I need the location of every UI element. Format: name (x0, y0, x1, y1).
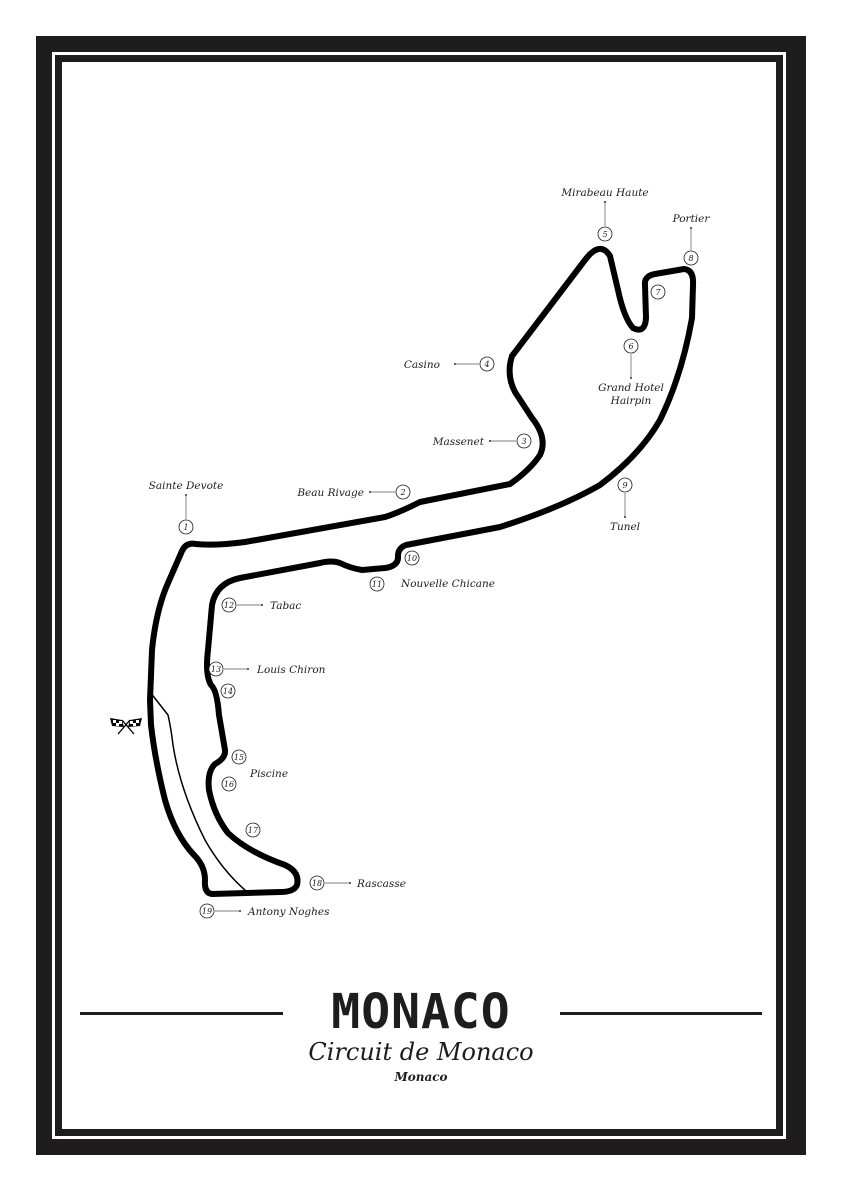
corner-circle (395, 484, 411, 500)
corner-11: 11 Nouvelle Chicane (369, 576, 495, 592)
corner-name: Massenet (432, 436, 485, 448)
corner-circle (404, 550, 420, 566)
corner-17: 17 (245, 822, 261, 838)
poster-title: MONACO (331, 984, 511, 1040)
corner-name: Portier (672, 213, 711, 225)
corner-number: 9 (622, 481, 627, 490)
corner-number: 12 (224, 601, 234, 610)
corner-name: Beau Rivage (296, 487, 364, 499)
corner-number: 10 (407, 554, 417, 563)
corner-19: 19 Antony Noghes (199, 903, 330, 919)
corner-circle (220, 683, 236, 699)
corner-circle (617, 477, 633, 493)
corner-number: 2 (399, 488, 405, 497)
corner-number: 3 (521, 437, 526, 446)
pit-lane (149, 691, 247, 892)
corner-circle (369, 576, 385, 592)
corner-number: 11 (372, 580, 382, 589)
corner-circle (683, 250, 699, 266)
corner-number: 6 (628, 342, 633, 351)
corner-circle (597, 226, 613, 242)
corner-number: 15 (234, 753, 244, 762)
corner-5: 5 Mirabeau Haute (560, 187, 649, 242)
corner-name: Rascasse (356, 878, 406, 890)
corner-1: 1 Sainte Devote (149, 480, 224, 535)
country-name: Monaco (394, 1070, 448, 1084)
corner-name-line2: Hairpin (610, 395, 652, 407)
corner-name: Tunel (610, 521, 640, 533)
corner-circle (199, 903, 215, 919)
corner-number: 5 (602, 230, 607, 239)
corner-circle (309, 875, 325, 891)
corner-number: 17 (248, 826, 259, 835)
corner-name: Louis Chiron (256, 664, 326, 676)
corner-circle (221, 597, 237, 613)
corner-number: 1 (183, 523, 188, 532)
corner-4: 4 Casino (404, 356, 495, 372)
circuit-name: Circuit de Monaco (308, 1038, 534, 1066)
corner-number: 4 (483, 360, 489, 369)
corner-name: Casino (404, 359, 440, 371)
corner-number: 18 (312, 879, 322, 888)
corner-circle (516, 433, 532, 449)
corner-16: 16 Piscine (221, 768, 288, 792)
corner-circle (208, 661, 224, 677)
corner-number: 7 (655, 288, 661, 297)
corner-circle (221, 776, 237, 792)
track-outline (147, 246, 697, 897)
title-rule-right (560, 1012, 762, 1015)
poster-paper (62, 62, 776, 1129)
corner-12: 12 Tabac (221, 597, 301, 613)
corner-8: 8 Portier (672, 213, 711, 266)
corner-18: 18 Rascasse (309, 875, 406, 891)
corner-number: 14 (223, 687, 233, 696)
corner-number: 19 (202, 907, 212, 916)
corner-name: Piscine (249, 768, 288, 780)
corner-3: 3 Massenet (432, 433, 532, 449)
corner-name: Mirabeau Haute (560, 187, 648, 199)
corner-number: 13 (211, 665, 221, 674)
corner-2: 2 Beau Rivage (296, 484, 411, 500)
corner-circle (479, 356, 495, 372)
corner-circle (245, 822, 261, 838)
corner-name: Antony Noghes (247, 906, 330, 918)
corner-circle (650, 284, 666, 300)
corner-markers: 1 Sainte Devote 2 Beau Rivage 3 Massenet 4 Casi… (149, 187, 711, 919)
corner-circle (623, 338, 639, 354)
corner-number: 8 (688, 254, 693, 263)
corner-13: 13 Louis Chiron (208, 661, 326, 677)
checkered-flags-icon (110, 718, 142, 735)
corner-14: 14 (220, 683, 236, 699)
corner-circle (178, 519, 194, 535)
corner-name: Grand Hotel (598, 382, 664, 394)
corner-circle (231, 749, 247, 765)
corner-number: 16 (224, 780, 234, 789)
corner-15: 15 (231, 749, 247, 765)
corner-name: Sainte Devote (149, 480, 224, 492)
corner-10: 10 (404, 550, 420, 566)
corner-7: 7 (650, 284, 666, 300)
corner-name: Tabac (270, 600, 301, 612)
corner-name: Nouvelle Chicane (400, 578, 495, 590)
title-rule-left (80, 1012, 283, 1015)
